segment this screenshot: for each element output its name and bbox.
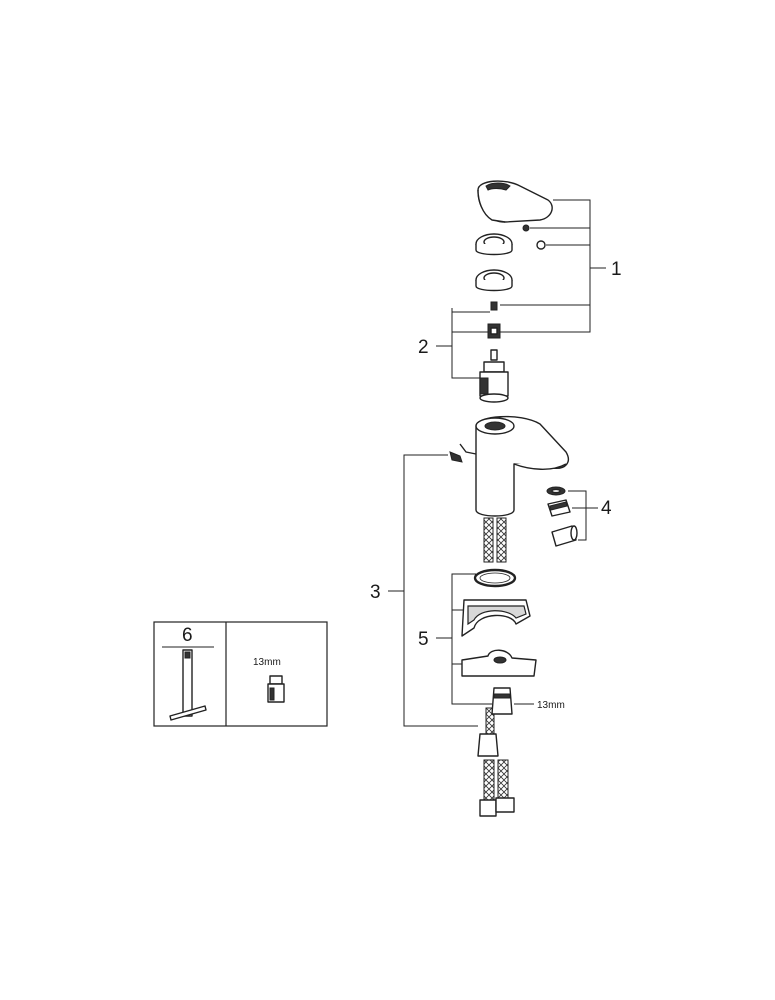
- callout-5: 5: [418, 629, 429, 650]
- callout-6: 6: [182, 625, 193, 646]
- cartridge-key-icon: [169, 649, 207, 721]
- cartridge-adapter-icon: [487, 323, 501, 339]
- flex-hose-icon: [477, 707, 515, 817]
- aerator-icon: [546, 486, 578, 547]
- cartridge-icon: [479, 349, 509, 403]
- callout-2: 2: [418, 337, 429, 358]
- supply-hose-pair-icon: [483, 517, 507, 563]
- handle-screw-icon: [522, 224, 546, 250]
- nut-size-label: 13mm: [537, 700, 565, 711]
- lift-rod-icon: [449, 443, 477, 463]
- mounting-bracket-icon: [461, 599, 531, 637]
- set-screw-icon: [490, 301, 498, 311]
- socket-icon: [267, 675, 285, 703]
- threaded-nut-icon: [491, 687, 513, 715]
- callout-1: 1: [611, 259, 622, 280]
- cover-cap-icon: [475, 233, 513, 256]
- callout-3: 3: [370, 582, 381, 603]
- faucet-body-icon: [475, 415, 570, 517]
- callout-4: 4: [601, 498, 612, 519]
- tools-inset: [153, 621, 328, 727]
- o-ring-icon: [473, 568, 517, 588]
- cover-ring-icon: [475, 269, 513, 292]
- fixing-plate-icon: [461, 649, 537, 677]
- lever-handle-icon: [477, 180, 553, 223]
- wrench-size-label: 13mm: [253, 657, 281, 668]
